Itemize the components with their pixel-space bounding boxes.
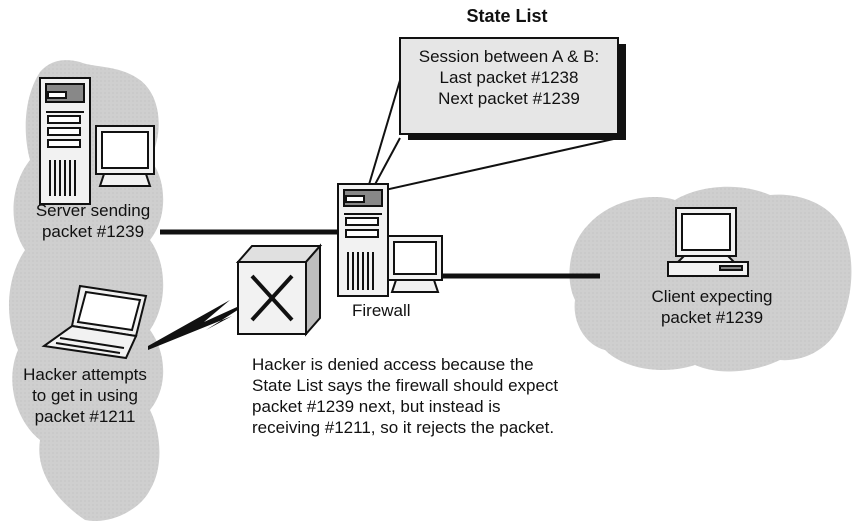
firewall-computer-icon <box>337 183 443 297</box>
server-label: Server sending packet #1239 <box>18 200 168 242</box>
hacker-connection-bolt <box>148 300 248 350</box>
state-list-box <box>399 37 626 140</box>
hacker-label-line: Hacker attempts <box>23 365 147 384</box>
state-list-line: Next packet #1239 <box>438 89 580 108</box>
client-computer-icon <box>667 207 749 277</box>
server-label-line: Server sending <box>35 201 151 220</box>
server-computer-icon <box>39 77 155 205</box>
state-list-title: State List <box>466 6 548 26</box>
state-list-text: Session between A & B: Last packet #1238… <box>400 46 618 109</box>
explanation-line: packet #1239 next, but instead is <box>252 397 501 416</box>
state-list-line: Last packet #1238 <box>439 68 579 87</box>
callout-line-c <box>375 137 619 193</box>
client-label-line: packet #1239 <box>660 308 764 327</box>
client-label: Client expecting packet #1239 <box>632 286 792 328</box>
firewall-label: Firewall <box>352 301 411 320</box>
hacker-label-line: to get in using <box>32 386 138 405</box>
server-label-line: packet #1239 <box>41 222 145 241</box>
client-label-line: Client expecting <box>651 287 773 306</box>
explanation-line: receiving #1211, so it rejects the packe… <box>252 418 555 437</box>
callout-line-b <box>371 137 401 191</box>
state-list-line: Session between A & B: <box>418 47 600 66</box>
right-cloud <box>569 186 852 372</box>
explanation-line: State List says the firewall should expe… <box>252 376 559 395</box>
hacker-label-line: packet #1211 <box>34 407 136 426</box>
explanation-text: Hacker is denied access because the Stat… <box>252 354 558 438</box>
hacker-label: Hacker attempts to get in using packet #… <box>10 364 160 427</box>
blocked-x-box-icon <box>235 243 323 337</box>
explanation-line: Hacker is denied access because the <box>252 355 534 374</box>
hacker-laptop-icon <box>41 284 148 360</box>
